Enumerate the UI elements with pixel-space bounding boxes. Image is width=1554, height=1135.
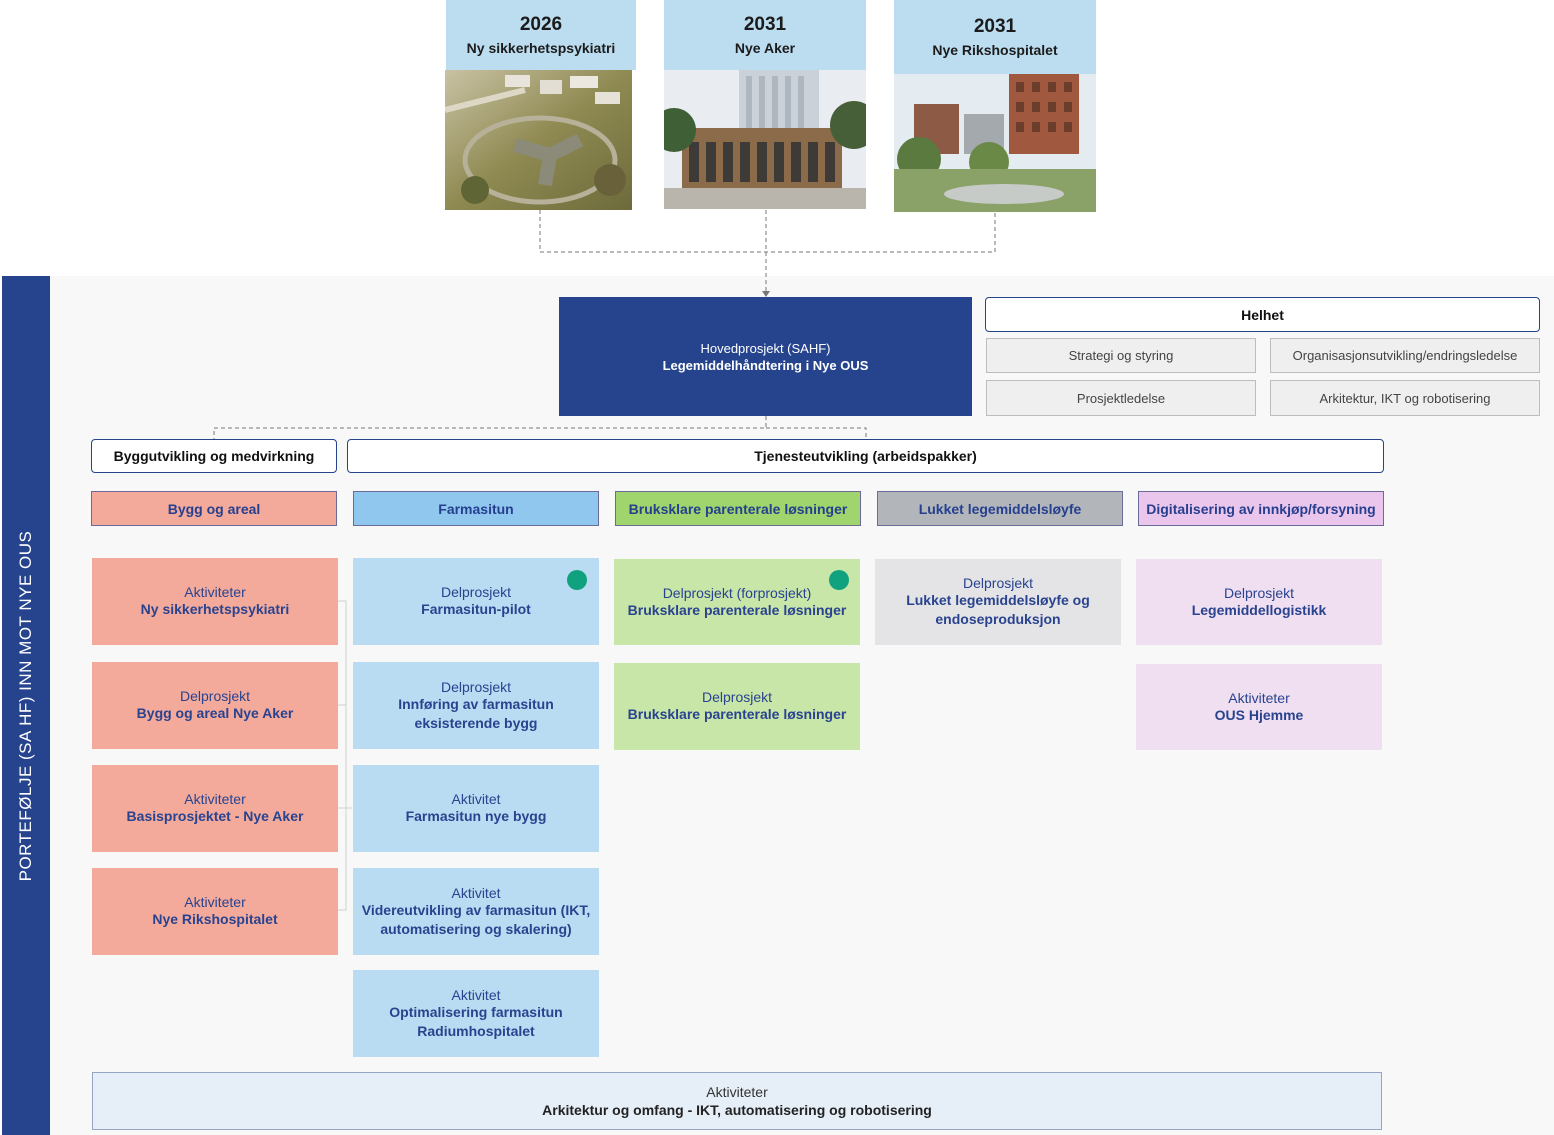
main-project-box: Hovedprosjekt (SAHF) Legemiddelhåndterin… (559, 297, 972, 416)
card-nye-rikshospitalet: Aktiviteter Nye Rikshospitalet (92, 868, 338, 955)
card-title: Optimalisering farmasitun Radiumhospital… (389, 1003, 563, 1039)
project-name: Nye Rikshospitalet (932, 42, 1058, 58)
section-byggutvikling: Byggutvikling og medvirkning (91, 439, 337, 473)
card-title: Farmasitun-pilot (421, 601, 531, 617)
nye-aker-rendering-image (664, 70, 866, 209)
card-lukket-legemiddelsloyfe: Delprosjekt Lukket legemiddelsløyfe og e… (875, 559, 1121, 645)
helhet-item-organisasjonsutvikling: Organisasjonsutvikling/endringsledelse (1270, 338, 1540, 373)
category-lukket-legemiddelsloyfe: Lukket legemiddelsløyfe (877, 491, 1123, 526)
card-title: Ny sikkerhetspsykiatri (140, 601, 290, 617)
category-bruksklare-parenterale: Bruksklare parenterale løsninger (615, 491, 861, 526)
card-title: Legemiddellogistikk (1191, 601, 1327, 618)
card-kind: Delprosjekt (962, 575, 1034, 591)
card-ny-sikkerhetspsykiatri: Aktiviteter Ny sikkerhetspsykiatri (92, 558, 338, 645)
bottom-arkitektur-omfang: Aktiviteter Arkitektur og omfang - IKT, … (92, 1072, 1382, 1130)
main-project-kind: Hovedprosjekt (SAHF) (700, 340, 831, 356)
helhet-item-prosjektledelse: Prosjektledelse (986, 380, 1256, 416)
card-kind: Delprosjekt (179, 688, 251, 704)
card-kind: Delprosjekt (1223, 584, 1295, 601)
helhet-item-strategi: Strategi og styring (986, 338, 1256, 373)
card-kind: Aktiviteter (1228, 689, 1290, 706)
card-innforing-farmasitun: Delprosjekt Innføring av farmasitun eksi… (353, 662, 599, 749)
portfolio-sidebar: PORTEFØLJE (SA HF) INN MOT NYE OUS (2, 276, 50, 1135)
card-title: Bruksklare parenterale løsninger (627, 706, 847, 722)
card-bruksklare-delprosjekt: Delprosjekt Bruksklare parenterale løsni… (614, 663, 860, 750)
card-title: Videreutvikling av farmasitun (IKT, auto… (361, 901, 591, 937)
project-header-sikkerhetspsykiatri: 2026 Ny sikkerhetspsykiatri (446, 0, 636, 70)
status-dot (829, 570, 849, 590)
project-header-nye-aker: 2031 Nye Aker (664, 0, 866, 70)
card-kind: Delprosjekt (440, 584, 512, 600)
project-name: Nye Aker (734, 40, 796, 56)
card-legemiddellogistikk: Delprosjekt Legemiddellogistikk (1136, 559, 1382, 645)
category-farmasitun: Farmasitun (353, 491, 599, 526)
project-name: Ny sikkerhetspsykiatri (466, 40, 616, 56)
card-kind: Delprosjekt (701, 689, 773, 705)
card-title: Innføring av farmasitun eksisterende byg… (398, 695, 554, 731)
category-digitalisering: Digitalisering av innkjøp/forsyning (1138, 491, 1384, 526)
project-year: 2031 (973, 16, 1017, 37)
card-videreutvikling-farmasitun: Aktivitet Videreutvikling av farmasitun … (353, 868, 599, 955)
category-bygg-og-areal: Bygg og areal (91, 491, 337, 526)
card-farmasitun-pilot: Delprosjekt Farmasitun-pilot (353, 558, 599, 645)
status-dot (567, 570, 587, 590)
bottom-title: Arkitektur og omfang - IKT, automatiseri… (542, 1102, 932, 1118)
card-title: Farmasitun nye bygg (405, 808, 547, 824)
card-kind: Aktiviteter (184, 894, 246, 910)
card-kind: Aktiviteter (184, 584, 246, 600)
project-year: 2031 (743, 14, 787, 35)
project-header-nye-rikshospitalet: 2031 Nye Rikshospitalet (894, 0, 1096, 74)
card-kind: Delprosjekt (440, 678, 512, 695)
card-bygg-og-areal-nye-aker: Delprosjekt Bygg og areal Nye Aker (92, 662, 338, 749)
card-title: Bruksklare parenterale løsninger (627, 601, 847, 618)
card-kind: Aktivitet (451, 986, 501, 1003)
card-basisprosjektet-nye-aker: Aktiviteter Basisprosjektet - Nye Aker (92, 765, 338, 852)
card-farmasitun-nye-bygg: Aktivitet Farmasitun nye bygg (353, 765, 599, 852)
card-kind: Aktivitet (451, 884, 501, 901)
card-title: OUS Hjemme (1214, 706, 1304, 723)
card-kind: Aktiviteter (184, 791, 246, 807)
project-year: 2026 (519, 14, 563, 35)
sikkerhetspsykiatri-rendering-image (445, 70, 632, 210)
helhet-header: Helhet (985, 297, 1540, 332)
section-tjenesteutvikling: Tjenesteutvikling (arbeidspakker) (347, 439, 1384, 473)
card-title: Lukket legemiddelsløyfe og endoseproduks… (906, 592, 1090, 627)
card-title: Basisprosjektet - Nye Aker (126, 808, 304, 824)
card-title: Bygg og areal Nye Aker (136, 705, 294, 721)
card-bruksklare-forprosjekt: Delprosjekt (forprosjekt) Bruksklare par… (614, 559, 860, 645)
nye-rikshospitalet-rendering-image (894, 74, 1096, 212)
main-project-title: Legemiddelhåndtering i Nye OUS (662, 357, 869, 373)
card-ous-hjemme: Aktiviteter OUS Hjemme (1136, 664, 1382, 750)
card-kind: Delprosjekt (forprosjekt) (662, 584, 812, 601)
card-title: Nye Rikshospitalet (152, 911, 278, 927)
helhet-item-arkitektur: Arkitektur, IKT og robotisering (1270, 380, 1540, 416)
bottom-kind: Aktiviteter (706, 1084, 768, 1100)
card-optimalisering-farmasitun: Aktivitet Optimalisering farmasitun Radi… (353, 970, 599, 1057)
card-kind: Aktivitet (451, 791, 501, 807)
